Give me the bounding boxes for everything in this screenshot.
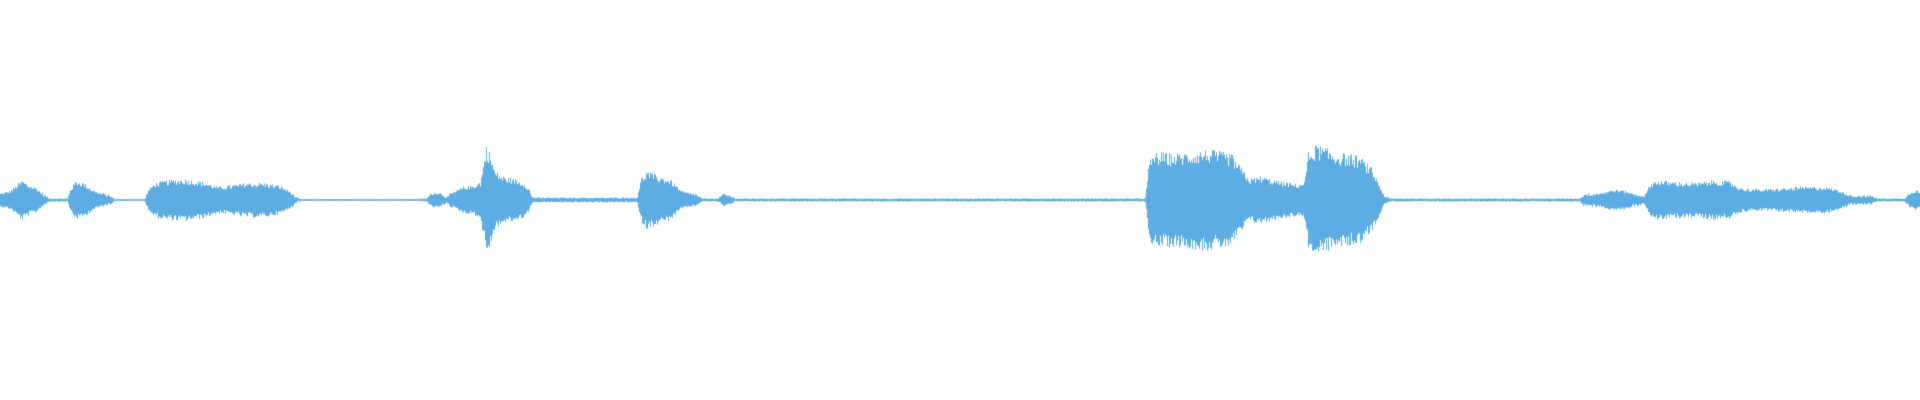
audio-waveform[interactable] <box>0 0 1920 400</box>
waveform-canvas[interactable] <box>0 0 1920 400</box>
